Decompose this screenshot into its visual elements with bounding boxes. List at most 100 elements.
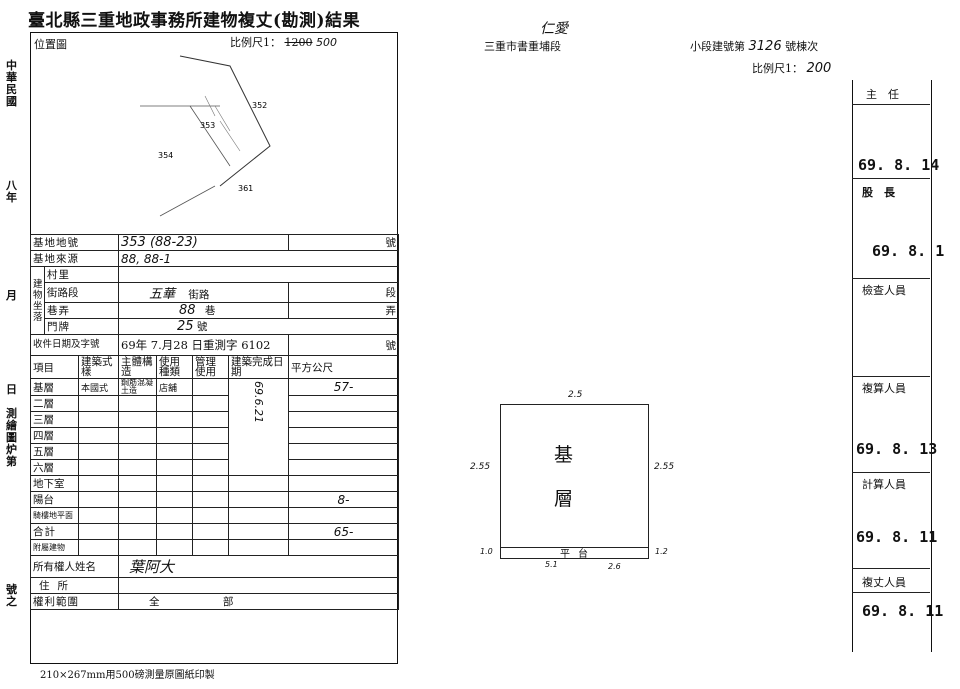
floor-name: 合計 (30, 523, 79, 540)
footer-note: 210×267mm用500磅測量原圖紙印製 (40, 670, 215, 681)
floor-row: 六層 (30, 459, 399, 476)
number-unit: 號 (196, 321, 208, 333)
floor-mgmt (192, 378, 229, 396)
source-label: 基地來源 (30, 250, 119, 267)
floor-row: 陽台 8- (30, 491, 399, 508)
location-map-header: 位置圖 (34, 38, 67, 51)
page-title: 臺北縣三重地政事務所建物複丈(勘測)結果 (28, 11, 361, 31)
lane-label: 巷弄 (44, 302, 119, 319)
plan-right-dim: 2.55 (654, 462, 675, 472)
plan-bottom-right-dim: 2.6 (608, 562, 621, 571)
form-row-residence: 住所 (30, 577, 399, 594)
form-row-lane: 巷弄 88 巷 弄 (31, 302, 399, 319)
location-sketch: 352 353 354 361 (140, 55, 271, 217)
strip-divider (852, 104, 930, 105)
floor-plan-base (500, 404, 649, 548)
plan-balcony-text: 平台 (560, 549, 596, 560)
plan-bottom-left-dim: 1.0 (480, 547, 493, 556)
floor-area: 65- (288, 523, 399, 540)
floor-name: 二層 (30, 395, 79, 412)
floor-name: 陽台 (30, 491, 79, 508)
form-row-road: 街路段 五華 街路 段 (31, 282, 399, 303)
lot-suffix: 號 (288, 234, 399, 251)
plan-floor-text-1: 基 (554, 444, 574, 466)
col-complete: 建築完成日期 (228, 355, 289, 379)
rights-value2: 部 (222, 596, 234, 608)
road-field: 五華 街路 (118, 282, 289, 303)
strip-divider (852, 376, 930, 377)
side-text-year: 八年 (6, 179, 17, 204)
owner-label: 所有權人姓名 (30, 555, 119, 578)
floor-name: 五層 (30, 443, 79, 460)
floor-name: 六層 (30, 459, 79, 476)
floor-row: 附屬建物 (30, 539, 399, 556)
road-value: 五華 (149, 287, 176, 302)
col-structure: 主體構造 (118, 355, 157, 379)
floor-name: 附屬建物 (30, 539, 79, 556)
form-row-village: 建物坐落 村里 (30, 266, 399, 335)
village-label: 村里 (44, 266, 119, 283)
col-item: 項目 (30, 355, 79, 379)
rights-value1: 全 (149, 596, 160, 608)
floor-row: 基層 本國式 鋼筋混凝土造 店舖 69.6.21 57- (30, 378, 399, 476)
strip-divider (852, 568, 930, 569)
floor-row: 二層 (30, 395, 399, 412)
floor-area (288, 395, 399, 412)
surveyor-label: 複丈人員 (862, 576, 906, 589)
form-row-source: 基地來源 88, 88-1 (30, 250, 399, 267)
plan-top-dim: 2.5 (568, 390, 583, 400)
lot-label-354: 354 (158, 151, 173, 160)
strip-divider (852, 178, 930, 179)
side-text-month: 月 (6, 289, 17, 302)
complete-date: 69.6.21 (252, 381, 265, 423)
floor-name: 四層 (30, 427, 79, 444)
road-label: 街路段 (44, 282, 119, 303)
side-text-ref: 測繪圖炉第 (6, 407, 17, 468)
section-chief-label: 股 長 (862, 186, 895, 199)
village-value (118, 266, 399, 283)
lane-field: 88 巷 (118, 302, 289, 319)
lane-unit: 巷 (204, 305, 216, 317)
road-suffix: 段 (288, 282, 399, 303)
form-row-lot: 基地地號 353 (88-23) 號 (30, 234, 399, 251)
floor-row: 騎樓地平面 (30, 507, 399, 524)
lot-label-361: 361 (238, 184, 253, 193)
inspector-label: 檢查人員 (862, 284, 906, 297)
road-unit: 街路 (188, 289, 210, 301)
col-mgmt: 管理使用 (192, 355, 229, 379)
address-group-label: 建物坐落 (30, 266, 45, 335)
floor-row: 四層 (30, 427, 399, 444)
strip-divider (852, 592, 930, 593)
col-area: 平方公尺 (288, 355, 399, 379)
floor-name: 三層 (30, 411, 79, 428)
map-scale-old: 1200 (284, 36, 313, 49)
lot-value: 353 (88-23) (118, 234, 289, 251)
reviewer-date: 69. 8. 13 (856, 440, 938, 458)
owner-value: 葉阿大 (118, 555, 399, 578)
plan-scale-value: 200 (806, 61, 832, 76)
side-text-day: 日 (6, 383, 17, 396)
strip-divider (852, 472, 930, 473)
strip-divider (852, 278, 930, 279)
floor-area (288, 507, 399, 524)
residence-label: 住所 (30, 577, 119, 594)
floor-area: 8- (288, 491, 399, 508)
floor-row: 三層 (30, 411, 399, 428)
building-number: 小段建號第 3126 號棟次 (690, 38, 818, 54)
complete-date-cell: 69.6.21 (228, 378, 289, 476)
chief-date: 69. 8. 14 (858, 156, 940, 174)
floor-style: 本國式 (78, 378, 119, 396)
floor-name: 騎樓地平面 (30, 507, 79, 524)
floor-row: 地下室 (30, 475, 399, 492)
floor-name: 地下室 (30, 475, 79, 492)
map-scale-new: 500 (316, 36, 337, 49)
floor-area (288, 443, 399, 460)
floor-area (288, 475, 399, 492)
chief-label: 主 任 (866, 88, 899, 101)
source-value: 88, 88-1 (118, 250, 399, 267)
rights-field: 全 部 (118, 593, 399, 610)
plan-bottom-far-dim: 1.2 (655, 547, 668, 556)
floor-plan-balcony (500, 546, 649, 559)
receipt-label: 收件日期及字號 (30, 334, 119, 356)
plan-scale: 比例尺1： 200 (752, 60, 831, 76)
